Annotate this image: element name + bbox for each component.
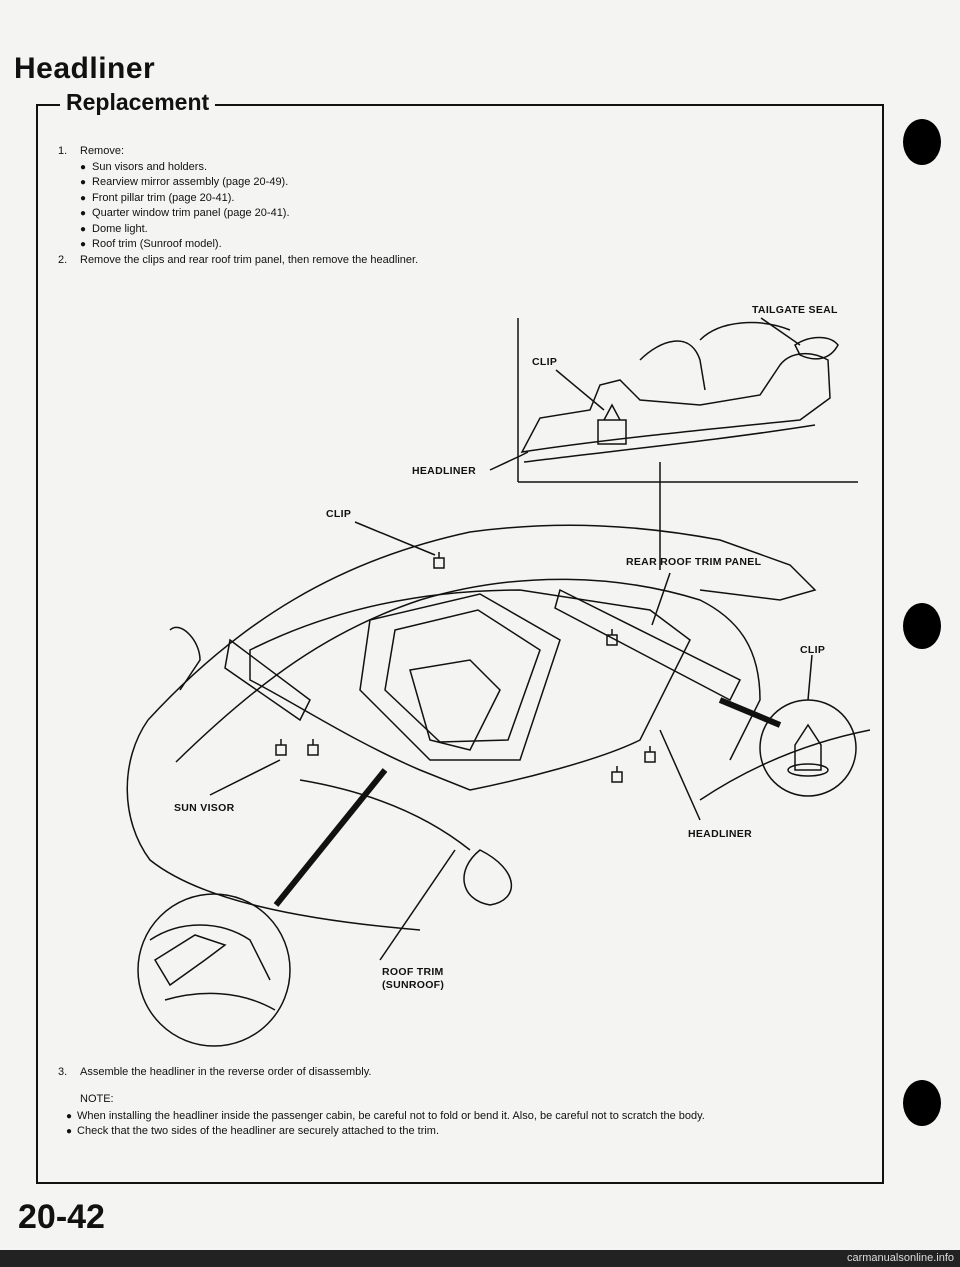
callout-tailgate-seal: TAILGATE SEAL <box>752 304 838 316</box>
binder-hole-mark <box>903 119 941 165</box>
step-text: Remove the clips and rear roof trim pane… <box>80 253 419 266</box>
leader-line <box>555 369 605 411</box>
step-number: 3. <box>58 1066 68 1078</box>
list-item: Dome light. <box>80 222 858 238</box>
binder-hole-mark <box>903 603 941 649</box>
callout-clip: CLIP <box>800 644 826 656</box>
leader-line <box>209 759 281 796</box>
page-number: 20-42 <box>18 1198 105 1236</box>
tailgate-body <box>639 340 706 391</box>
car-roof-outline <box>147 524 817 721</box>
headliner-panel <box>249 589 691 791</box>
binder-hole-mark <box>903 1080 941 1126</box>
callout-roof-trim-sunroof: (SUNROOF) <box>382 979 445 991</box>
leader-line <box>651 572 671 626</box>
section-frame-bottom <box>36 1182 884 1184</box>
list-item: Quarter window trim panel (page 20-41). <box>80 206 858 222</box>
step-text: Remove: <box>80 145 125 157</box>
tailgate-section <box>520 353 831 453</box>
callout-sun-visor: SUN VISOR <box>174 802 235 814</box>
sun-visor <box>224 638 311 722</box>
clip-icon <box>644 746 656 763</box>
step-number: 1. <box>58 145 68 157</box>
callout-rear-roof-trim-panel: REAR ROOF TRIM PANEL <box>626 556 762 568</box>
leader-line <box>659 729 701 821</box>
section-frame-top <box>36 104 882 106</box>
callout-clip: CLIP <box>326 508 352 520</box>
note-item: When installing the headliner inside the… <box>77 1109 858 1124</box>
clip-icon <box>606 629 618 646</box>
note-block: NOTE: When installing the headliner insi… <box>58 1092 858 1139</box>
leader-line <box>354 521 436 556</box>
note-list: When installing the headliner inside the… <box>58 1109 858 1139</box>
car-side-outline <box>126 719 421 931</box>
step-text: Assemble the headliner in the reverse or… <box>80 1066 372 1078</box>
headliner-edge-inset <box>523 424 816 463</box>
section-frame-right <box>882 104 884 1182</box>
mirror <box>463 849 513 906</box>
detail-circle-clip <box>759 699 857 797</box>
leader-line <box>379 849 456 961</box>
detail-pointer <box>718 697 782 728</box>
headliner-outline <box>175 578 761 763</box>
step-1: 1. Remove: <box>58 144 858 160</box>
clip-icon <box>307 739 319 756</box>
clip-icon <box>433 552 445 569</box>
footer-bar <box>0 1250 960 1267</box>
detail-circle-roof-trim <box>137 893 291 1047</box>
seal-profile <box>794 336 839 360</box>
note-item: Check that the two sides of the headline… <box>77 1124 858 1139</box>
watermark: carmanualsonline.info <box>846 1252 954 1264</box>
step-2: 2. Remove the clips and rear roof trim pa… <box>58 253 858 269</box>
section-heading: Replacement <box>60 89 216 116</box>
leader-line <box>760 317 801 346</box>
leader-line <box>489 451 529 471</box>
leader-line <box>807 654 813 701</box>
callout-headliner: HEADLINER <box>688 828 752 840</box>
list-item: Roof trim (Sunroof model). <box>80 237 858 253</box>
page-title: Headliner <box>14 52 156 85</box>
sunroof-opening <box>359 593 561 761</box>
list-item: Front pillar trim (page 20-41). <box>80 191 858 207</box>
removal-list: Sun visors and holders. Rearview mirror … <box>58 160 858 253</box>
step-number: 2. <box>58 253 68 266</box>
step-3: 3. Assemble the headliner in the reverse … <box>58 1066 371 1078</box>
note-heading: NOTE: <box>80 1093 114 1105</box>
section-frame-left <box>36 104 38 1182</box>
callout-clip: CLIP <box>532 356 558 368</box>
procedure-steps: 1. Remove: Sun visors and holders. Rearvi… <box>58 144 858 268</box>
list-item: Sun visors and holders. <box>80 160 858 176</box>
clip-inset <box>597 419 627 445</box>
rear-roof-trim-panel <box>554 588 742 702</box>
sunroof-glass <box>384 609 541 743</box>
clip-icon <box>611 766 623 783</box>
list-item: Rearview mirror assembly (page 20-49). <box>80 175 858 191</box>
callout-roof-trim: ROOF TRIM <box>382 966 444 978</box>
detail-pointer <box>273 768 388 907</box>
callout-headliner: HEADLINER <box>412 465 476 477</box>
clip-icon <box>275 739 287 756</box>
